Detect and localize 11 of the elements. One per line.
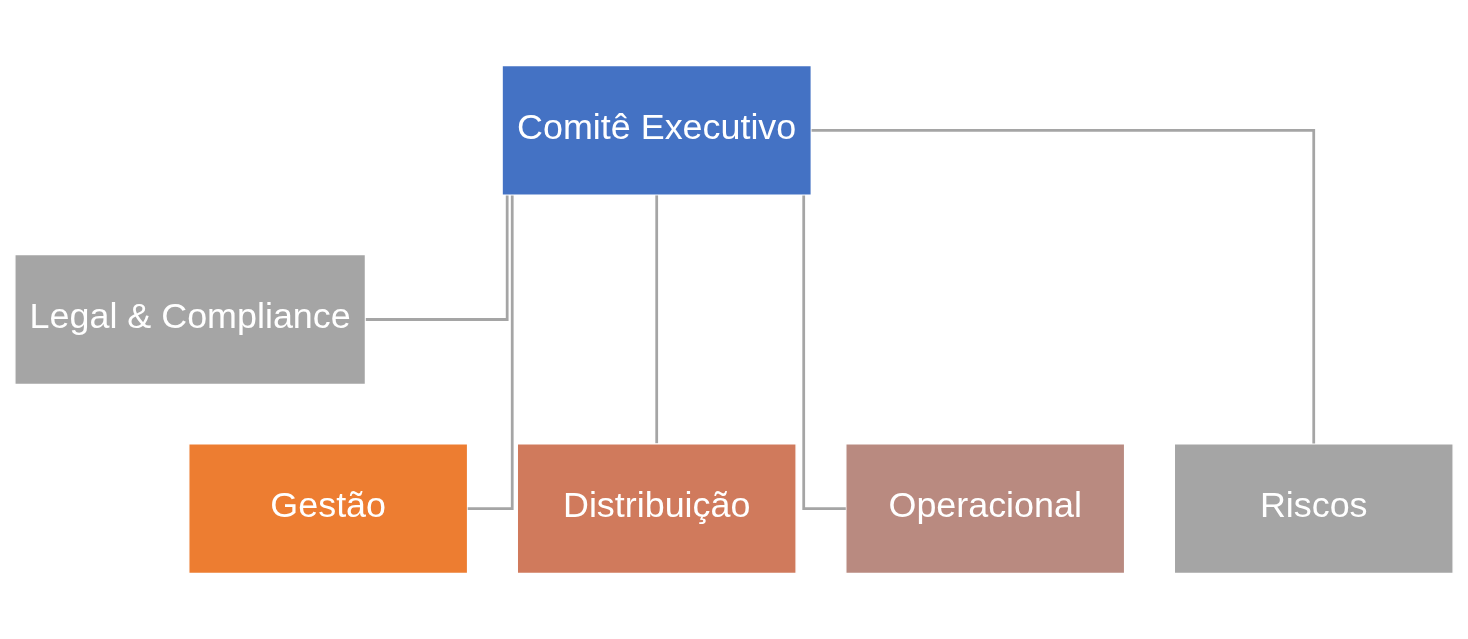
connector: [655, 195, 659, 444]
node-box: Gestão: [188, 443, 469, 575]
node-box: Distribuição: [516, 443, 797, 575]
node-box: Operacional: [845, 443, 1126, 575]
node-box: Legal & Compliance: [14, 253, 367, 386]
connector: [811, 129, 1316, 444]
connector: [802, 195, 846, 510]
connector: [365, 195, 509, 321]
node-box: Comitê Executivo: [501, 64, 812, 196]
connector: [467, 195, 514, 510]
node-box: Riscos: [1173, 443, 1454, 575]
